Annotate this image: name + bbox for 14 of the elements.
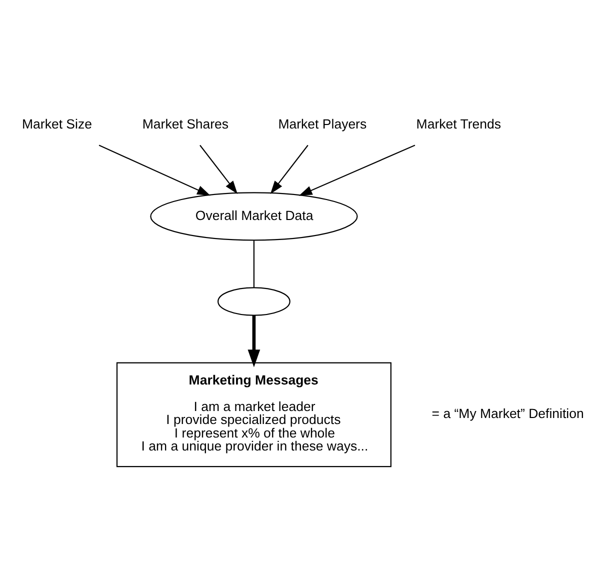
connector [253,240,254,287]
arrow [200,144,238,194]
arrow [270,144,308,194]
node-text: Market Players [278,116,367,132]
node-text: Market Size [22,116,92,132]
node-ellipse [218,286,290,316]
arrow [298,144,416,196]
node-text: Market Trends [416,116,501,132]
node-ellipse: Overall Market Data [150,192,358,240]
arrow [248,314,260,367]
arrow [98,144,210,196]
label: = a “My Market” Definition [432,406,584,421]
node-text: Market Shares [142,116,229,132]
node-box: Marketing Messages I am a market leader I provide specialized products I represent x% of the whole I am a unique provider in these ways... [116,362,392,467]
